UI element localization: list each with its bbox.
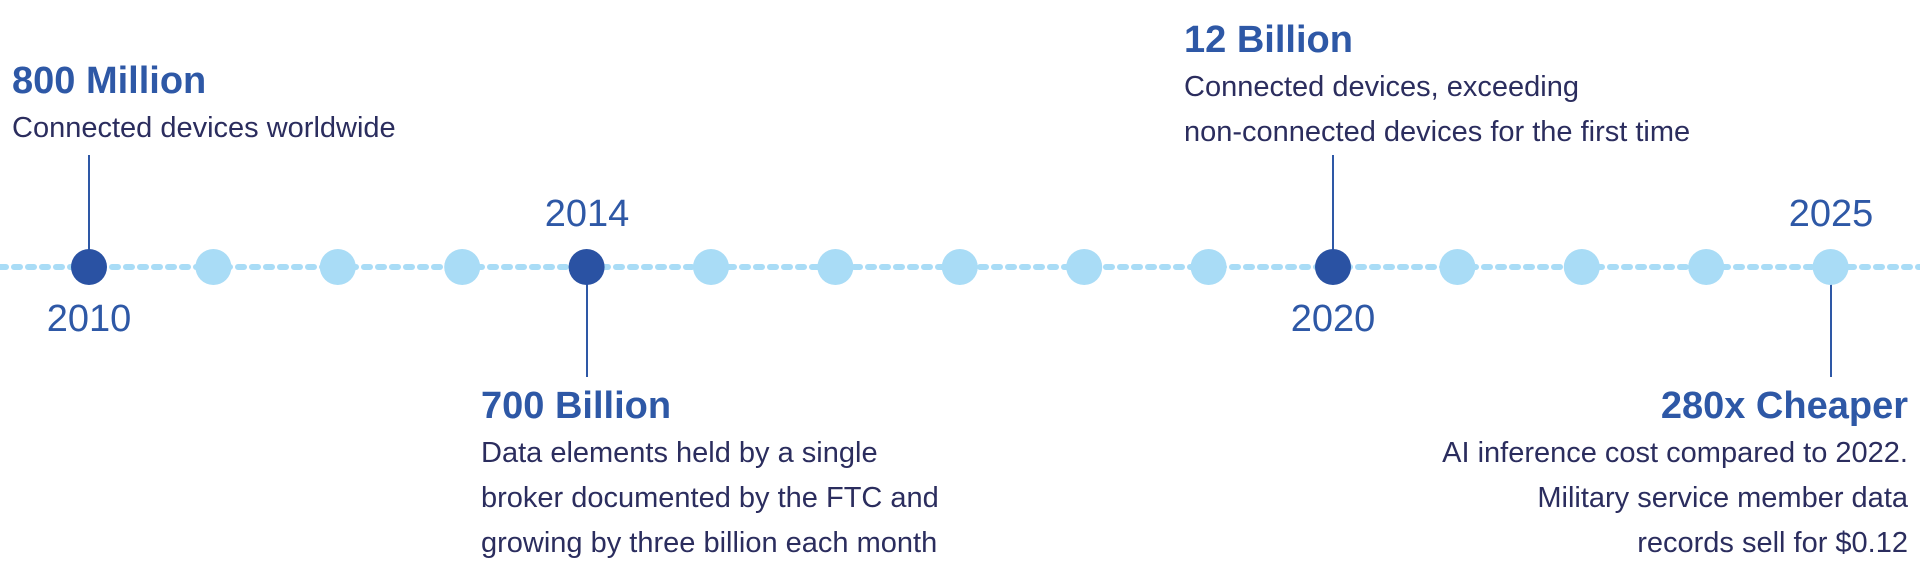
year-dot-2016 [817, 249, 854, 285]
milestone-headline: 280x Cheaper [1660, 385, 1908, 427]
year-dot-2023 [1688, 249, 1725, 285]
milestone-2025: 280x Cheaper AI inference cost compared … [1442, 383, 1908, 566]
milestone-2010: 800 Million Connected devices worldwide [12, 58, 396, 151]
milestone-dot-2010 [71, 249, 107, 285]
description-line: Data elements held by a single [481, 437, 878, 469]
year-dot-2022 [1563, 249, 1600, 285]
year-label-2020: 2020 [1290, 298, 1376, 340]
milestone-2020: 12 Billion Connected devices, exceeding … [1184, 17, 1690, 155]
year-dot-2013 [444, 249, 481, 285]
year-label-2010: 2010 [46, 298, 132, 340]
description-line: Connected devices worldwide [12, 112, 396, 144]
milestone-description: Data elements held by a single broker do… [481, 431, 939, 566]
description-line: non-connected devices for the first time [1184, 116, 1691, 148]
year-label-2025: 2025 [1788, 193, 1874, 235]
milestone-description: Connected devices, exceeding non-connect… [1184, 65, 1690, 155]
milestone-headline: 800 Million [12, 60, 207, 102]
year-dot-2015 [693, 249, 729, 285]
description-line: AI inference cost compared to 2022. [1442, 437, 1908, 469]
milestone-headline: 12 Billion [1184, 19, 1353, 61]
description-line: Connected devices, exceeding [1184, 71, 1579, 103]
description-line: broker documented by the FTC and [481, 482, 939, 514]
description-line: Military service member data [1537, 482, 1908, 514]
description-line: growing by three billion each month [481, 527, 938, 559]
milestone-2014: 700 Billion Data elements held by a sing… [481, 383, 939, 566]
milestone-description: AI inference cost compared to 2022. Mili… [1442, 431, 1908, 566]
year-dot-2021 [1439, 249, 1476, 285]
year-dot-2024 [1812, 249, 1849, 285]
year-label-2014: 2014 [544, 193, 630, 235]
description-line: records sell for $0.12 [1637, 527, 1908, 559]
milestone-headline: 700 Billion [481, 385, 672, 427]
year-dot-2011 [195, 249, 232, 285]
year-dot-2018 [1066, 249, 1103, 285]
milestone-dot-2020 [1315, 249, 1351, 285]
year-dot-2012 [319, 249, 356, 285]
timeline-dots [71, 249, 1849, 285]
year-dot-2019 [1190, 249, 1227, 285]
year-dot-2017 [941, 249, 978, 285]
milestone-dot-2014 [568, 249, 605, 285]
milestone-description: Connected devices worldwide [12, 106, 396, 151]
